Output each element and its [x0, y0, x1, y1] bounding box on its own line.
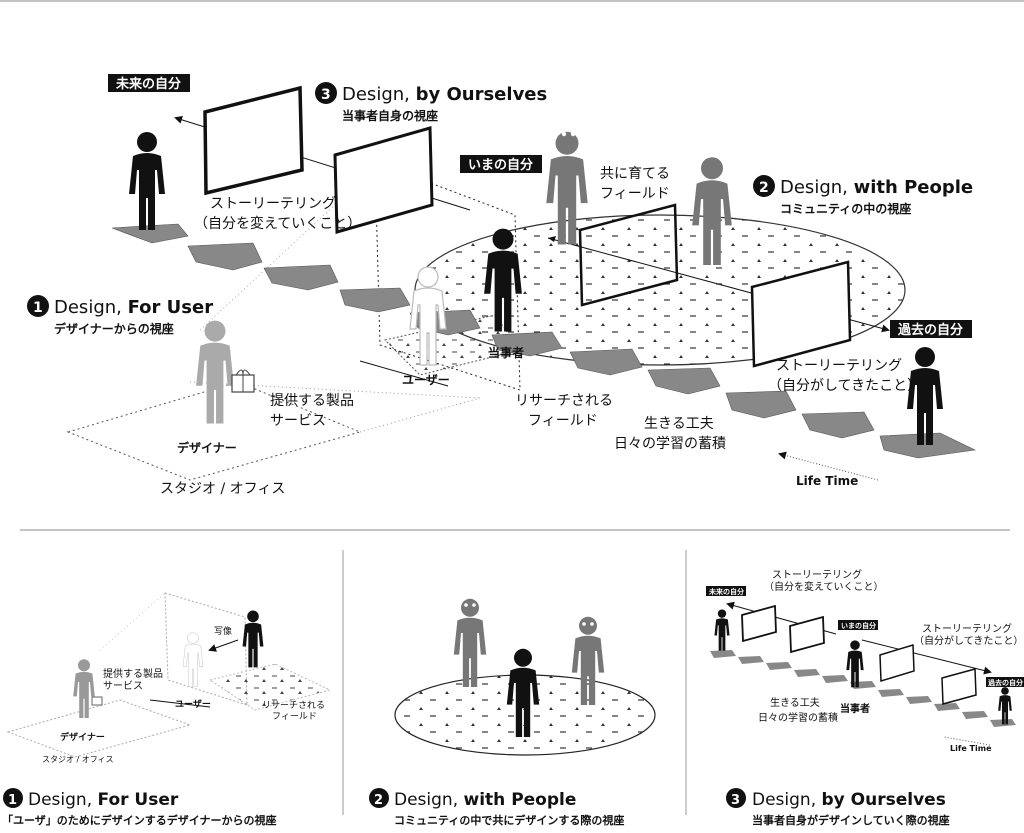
- svg-text:Design, For User: Design, For User: [54, 297, 213, 318]
- p3-label-living: 生きる工夫: [770, 696, 820, 709]
- label-life-time: Life Time: [796, 474, 858, 488]
- label-current-self: いまの自分: [468, 157, 533, 173]
- p3-label-story1-sub: （自分を変えていくこと）: [764, 580, 884, 593]
- caption-panel-2: 2 Design, with People コミュニティの中で共にデザインする際…: [369, 788, 624, 827]
- figure-designer: [196, 320, 234, 424]
- svg-text:Design, with People: Design, with People: [394, 790, 576, 810]
- svg-text:当事者自身の視座: 当事者自身の視座: [342, 108, 438, 123]
- p3-label-future-self: 未来の自分: [709, 587, 744, 596]
- p1-label-research-2: フィールド: [272, 712, 317, 722]
- guide-line-2: [359, 397, 481, 433]
- svg-text:当事者自身がデザインしていく際の視座: 当事者自身がデザインしていく際の視座: [752, 813, 950, 827]
- label-future-self: 未来の自分: [115, 76, 181, 92]
- p3-label-life-time: Life Time: [950, 744, 992, 753]
- p1-label-photo: 写像: [214, 625, 232, 637]
- p1-label-service: サービス: [103, 680, 143, 692]
- label-nurture-field-2: フィールド: [600, 186, 670, 202]
- svg-text:1: 1: [8, 793, 17, 808]
- svg-text:デザイナーからの視座: デザイナーからの視座: [54, 321, 174, 336]
- research-field: [384, 314, 521, 376]
- figure-future-self: [129, 132, 165, 230]
- svg-text:Design, For User: Design, For User: [28, 790, 179, 810]
- frame-future-2: [333, 126, 434, 234]
- svg-text:Design, with People: Design, with People: [780, 177, 973, 198]
- life-time-arrow: [778, 451, 879, 481]
- heading-by-ourselves: 3 Design, by Ourselves 当事者自身の視座: [315, 82, 547, 123]
- svg-text:Design, by Ourselves: Design, by Ourselves: [342, 84, 547, 105]
- svg-text:Design, by Ourselves: Design, by Ourselves: [752, 790, 946, 810]
- figure-past-self: [907, 347, 943, 445]
- svg-text:コミュニティの中の視座: コミュニティの中の視座: [780, 201, 911, 216]
- p3-label-story2-sub: （自分がしてきたこと）: [914, 634, 1023, 647]
- figure-community-2: [692, 153, 732, 265]
- label-storytelling-1-sub: （自分を変えていくこと）: [194, 215, 361, 232]
- p3-label-stakeholder: 当事者: [840, 702, 870, 715]
- tag-current-self: [460, 155, 542, 173]
- svg-text:3: 3: [321, 87, 331, 103]
- caption-panel-1: 1 Design, For User 「ユーザ」のためにデザインするデザイナーか…: [2, 788, 277, 827]
- svg-text:3: 3: [731, 793, 740, 808]
- guide-line-3: [199, 164, 379, 331]
- tag-future-self: [108, 74, 190, 92]
- label-service: サービス: [270, 413, 326, 429]
- user-measure-line: [359, 360, 449, 387]
- label-stakeholder: 当事者: [488, 345, 524, 360]
- caption-panel-3: 3 Design, by Ourselves 当事者自身がデザインしていく際の視…: [726, 788, 950, 827]
- label-studio-office: スタジオ / オフィス: [160, 481, 285, 497]
- label-storytelling-1: ストーリーテリング: [210, 196, 336, 212]
- label-designer: デザイナー: [177, 440, 237, 455]
- label-storytelling-2-sub: （自分がしてきたこと）: [768, 378, 921, 394]
- label-research-field-2: フィールド: [528, 413, 598, 429]
- label-past-self: 過去の自分: [897, 322, 963, 338]
- svg-text:「ユーザ」のためにデザインするデザイナーからの視座: 「ユーザ」のためにデザインするデザイナーからの視座: [2, 813, 277, 827]
- p3-label-current-self: いまの自分: [841, 621, 876, 630]
- p1-label-product: 提供する製品: [103, 667, 163, 680]
- label-learning-accumulation: 日々の学習の蓄積: [614, 436, 726, 452]
- panel-by-ourselves: 未来の自分 いまの自分 過去の自分 ストーリーテリング （自分を変えていくこと）…: [706, 568, 1024, 753]
- svg-text:コミュニティの中で共にデザインする際の視座: コミュニティの中で共にデザインする際の視座: [394, 813, 624, 827]
- label-product: 提供する製品: [270, 393, 354, 409]
- frame-future-1: [203, 85, 304, 196]
- panel-for-user: 写像 提供する製品 サービス ユーザー デザイナー リサーチされる フィールド …: [6, 592, 332, 764]
- svg-text:1: 1: [33, 300, 43, 316]
- p1-label-studio: スタジオ / オフィス: [42, 755, 114, 764]
- label-storytelling-2: ストーリーテリング: [776, 358, 902, 374]
- heading-with-people: 2 Design, with People コミュニティの中の視座: [753, 175, 973, 216]
- p3-label-learning: 日々の学習の蓄積: [758, 711, 838, 724]
- label-living-craft: 生きる工夫: [644, 416, 714, 432]
- p1-label-research: リサーチされる: [262, 700, 325, 711]
- frame-past-2: [750, 260, 852, 368]
- frame-past-1: [578, 203, 679, 307]
- p3-label-story2: ストーリーテリング: [922, 622, 1012, 635]
- panel-with-people: [394, 598, 656, 756]
- p1-label-designer: デザイナー: [60, 731, 105, 743]
- tag-past-self: [890, 320, 972, 338]
- heading-for-user: 1 Design, For User デザイナーからの視座: [27, 295, 213, 336]
- p3-label-past-self: 過去の自分: [987, 678, 1023, 687]
- life-steps: [111, 223, 977, 459]
- label-research-field: リサーチされる: [515, 393, 613, 409]
- svg-text:2: 2: [759, 180, 769, 196]
- p1-label-user: ユーザー: [175, 699, 211, 710]
- gift-icon: [231, 369, 255, 393]
- svg-text:2: 2: [374, 793, 383, 808]
- label-nurture-field: 共に育てる: [600, 166, 670, 182]
- figure-community-1: [546, 131, 588, 245]
- p3-label-story1: ストーリーテリング: [772, 568, 862, 581]
